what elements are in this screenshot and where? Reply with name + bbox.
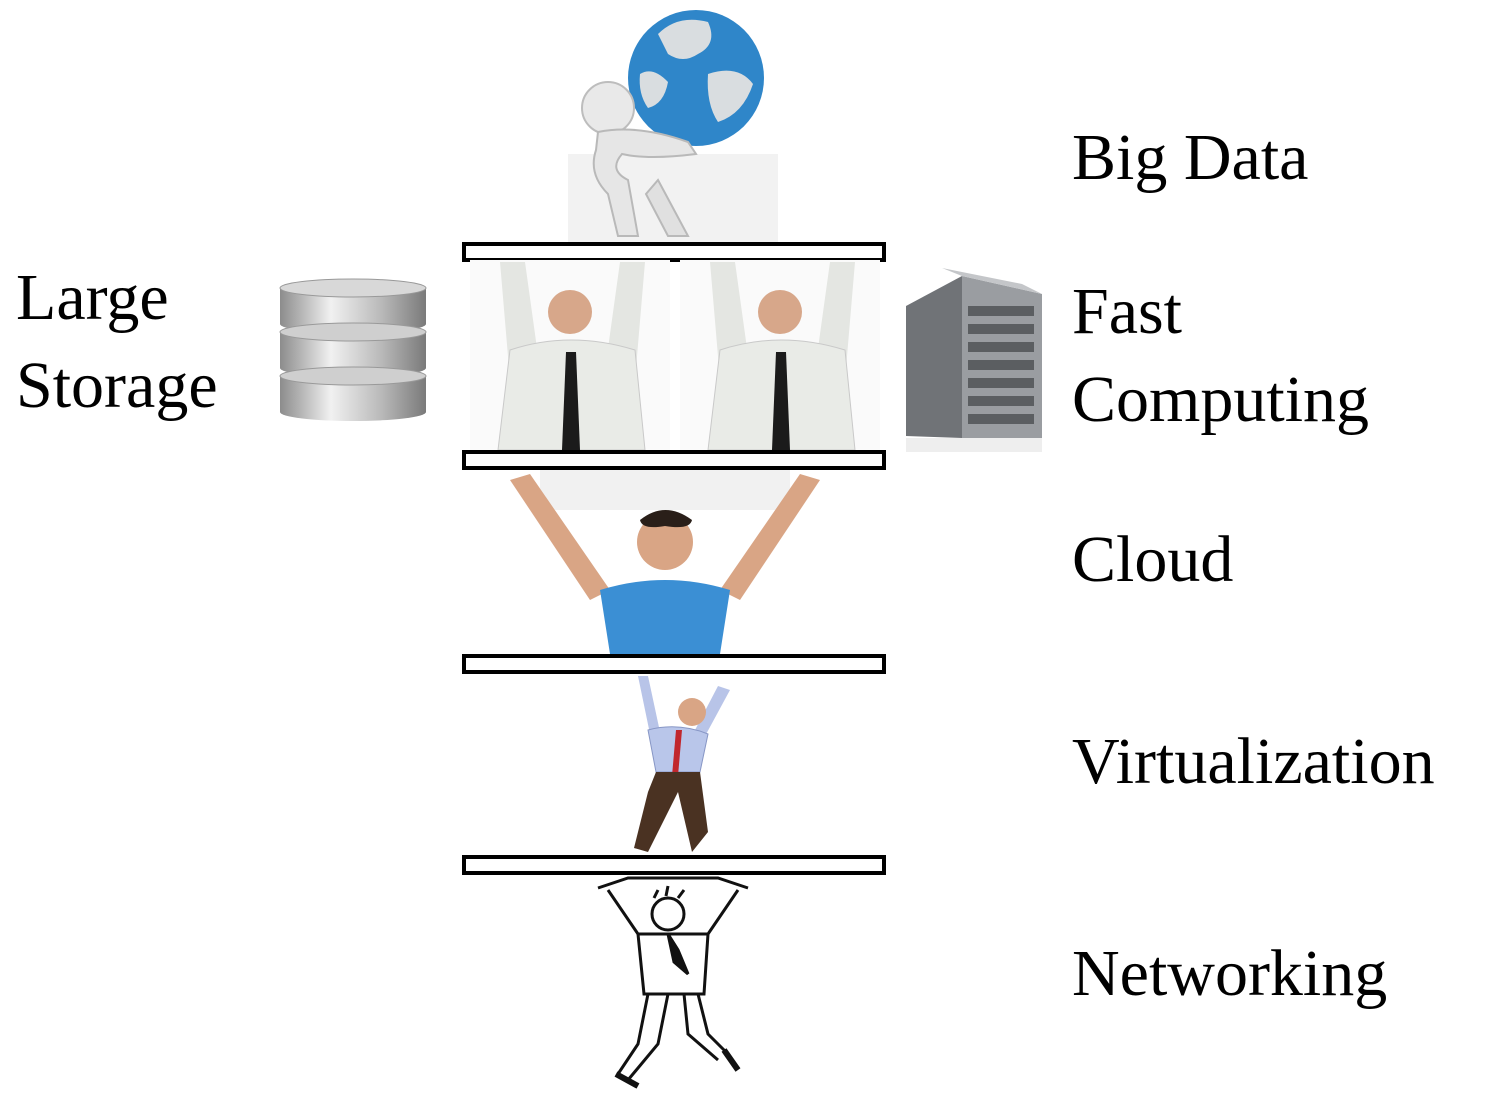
red-tie-man-figure	[608, 672, 738, 856]
label-virtualization: Virtualization	[1072, 725, 1435, 798]
label-large-storage: Large Storage	[16, 254, 218, 430]
shelf-computing	[462, 450, 886, 470]
database-icon	[278, 278, 428, 428]
blue-shirt-man-figure	[500, 470, 830, 654]
label-fast-computing-line2: Computing	[1072, 363, 1370, 436]
label-big-data: Big Data	[1072, 121, 1309, 194]
label-networking: Networking	[1072, 937, 1388, 1010]
shelf-virtualization	[462, 855, 886, 875]
businessmen-lifting-figure	[470, 260, 880, 450]
server-rack-icon	[902, 266, 1048, 452]
shelf-big-data	[462, 242, 886, 262]
globe-carrier-icon	[568, 4, 778, 242]
label-fast-computing: Fast Computing	[1072, 268, 1369, 444]
sketch-man-figure	[588, 874, 768, 1090]
shelf-cloud	[462, 654, 886, 674]
label-large-storage-line1: Large	[16, 261, 169, 334]
label-fast-computing-line1: Fast	[1072, 275, 1183, 348]
label-large-storage-line2: Storage	[16, 349, 218, 422]
label-cloud: Cloud	[1072, 523, 1234, 596]
